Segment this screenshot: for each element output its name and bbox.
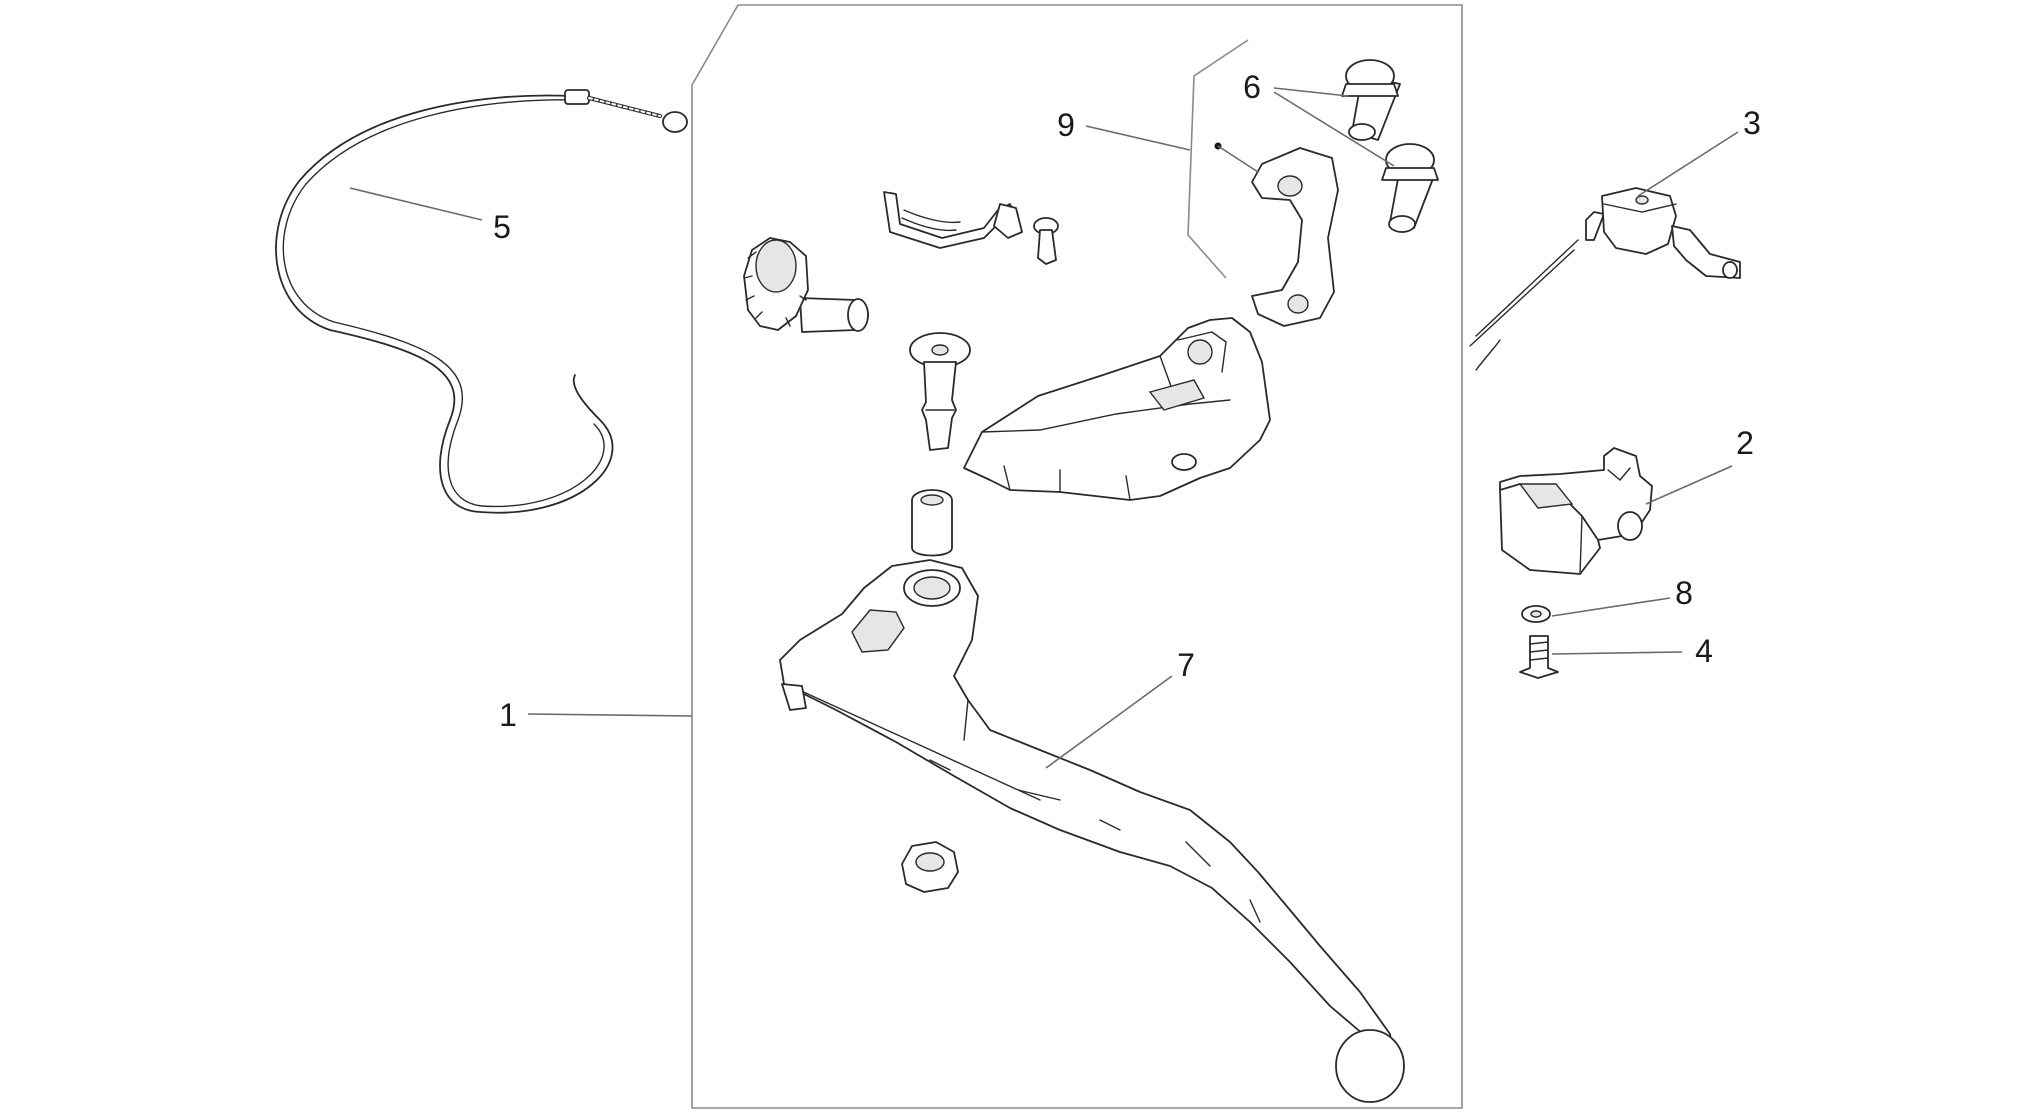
callout-8: 8 xyxy=(1675,575,1693,611)
lever-adjuster-knob xyxy=(743,237,869,333)
leader-6a xyxy=(1273,87,1349,97)
leader-8 xyxy=(1551,597,1671,617)
leader-5 xyxy=(349,187,483,221)
clamp-group-frame xyxy=(1187,39,1249,279)
clamp-bolt-lower xyxy=(1381,143,1439,233)
callout-6: 6 xyxy=(1243,69,1261,105)
lock-washer xyxy=(1521,605,1551,623)
callout-5: 5 xyxy=(493,209,511,245)
clutch-lever xyxy=(779,559,1405,1103)
lever-pivot-bolt xyxy=(909,332,971,451)
leader-6b xyxy=(1273,91,1395,167)
pivot-bushing xyxy=(911,489,953,557)
leader-3 xyxy=(1637,131,1739,197)
callout-7: 7 xyxy=(1177,647,1195,683)
callout-1: 1 xyxy=(499,697,517,733)
switch-housing xyxy=(1499,447,1653,575)
leader-1 xyxy=(527,713,693,717)
leader-7 xyxy=(1045,675,1173,769)
clamp-bolt-upper xyxy=(1341,59,1401,141)
clutch-cable xyxy=(275,89,688,514)
leader-4 xyxy=(1551,651,1683,655)
callout-3: 3 xyxy=(1743,105,1761,141)
leader-2 xyxy=(1645,465,1733,505)
assembly-frame xyxy=(691,4,1463,1109)
handlebar-clamp xyxy=(1251,147,1339,327)
switch-bracket-clip xyxy=(883,191,1023,249)
callout-9: 9 xyxy=(1057,107,1075,143)
callout-2: 2 xyxy=(1736,425,1754,461)
leader-9 xyxy=(1085,125,1259,173)
countersunk-screw xyxy=(1519,635,1559,679)
clutch-microswitch xyxy=(1469,187,1741,371)
pivot-nut xyxy=(901,841,959,893)
lever-housing xyxy=(963,317,1271,501)
small-screw xyxy=(1033,217,1059,265)
callout-4: 4 xyxy=(1695,633,1713,669)
